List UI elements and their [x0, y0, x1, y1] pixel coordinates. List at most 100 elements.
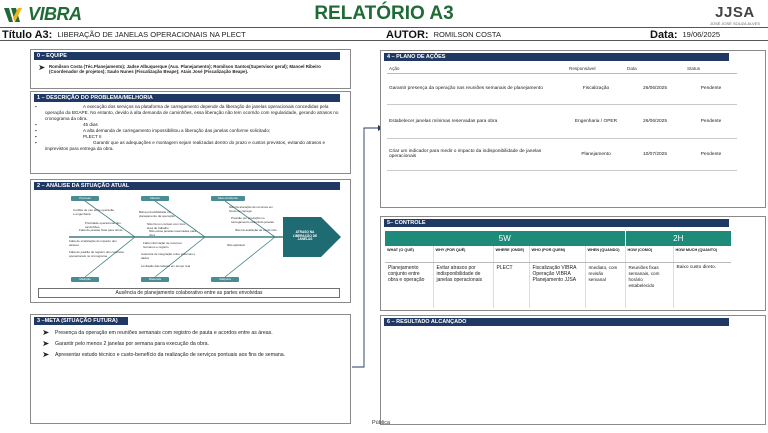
author-value: ROMILSON COSTA [433, 30, 501, 39]
goal-item-text: Apresentar estudo técnico e custo-benefí… [55, 352, 286, 358]
problem-item: ▪ PLECT II [35, 134, 102, 139]
responsible-cell: Planejamento [567, 138, 625, 171]
cause-label: Falta de sinalização do impacto dos atra… [69, 239, 117, 247]
problem-heading: 1 – DESCRIÇÃO DO PROBLEMA/MELHORIA [34, 94, 340, 102]
action-plan-table: Ação Responsável Data Status Garantir pr… [387, 65, 737, 171]
arrow-bullet-icon [43, 330, 49, 335]
goal-list: Presença da operação em reuniões semanai… [43, 330, 343, 363]
date-cell: 26/06/2025 [625, 104, 685, 139]
problem-list: ▪ A execução dos serviços na plataforma … [35, 104, 343, 152]
action-plan-header-row: Ação Responsável Data Status [387, 65, 737, 74]
table-row: Estabelecer janelas mínimas reservadas p… [387, 104, 737, 139]
cause-label: Falta informação de recursos humanos e r… [143, 241, 182, 249]
column-header: WHY (POR QUÊ) [433, 246, 494, 263]
problem-item: ▪ 45 dias [35, 122, 98, 127]
analysis-heading: 2 – ANÁLISE DA SITUAÇÃO ATUAL [34, 182, 340, 190]
status-cell: Pendente [685, 138, 737, 171]
cause-label: Não há avaliação de custo ócio [235, 228, 277, 232]
column-header: Status [685, 65, 737, 74]
problem-item-text: PLECT II [83, 134, 102, 139]
fishbone-lines [69, 200, 341, 278]
column-header: HOW (COMO) [625, 246, 674, 263]
responsible-cell: Engenharia / OPER [567, 104, 625, 139]
how-much-cell: Baixo custo direto. [676, 264, 716, 270]
cause-label: Falta de padrão de registro dos contrato… [69, 250, 124, 258]
jsa-logo-subtext: JOSÉ JOSÉ SOUZA ALVES [709, 21, 760, 26]
where-cell: PLECT [493, 262, 530, 308]
column-header: HOW MUCH (QUANTO) [673, 246, 731, 263]
arrow-bullet-icon [43, 341, 49, 346]
goal-item: Garantir pelo menos 2 janelas por semana… [43, 341, 343, 347]
page-title: RELATÓRIO A3 [314, 3, 454, 24]
goal-item-text: Garantir pelo menos 2 janelas por semana… [55, 341, 209, 347]
vibra-logo-icon [4, 7, 22, 22]
author-field: AUTOR: ROMILSON COSTA [386, 28, 501, 41]
date-cell: 10/07/2025 [625, 138, 685, 171]
cause-label: Ausência de integração entre sistemas e … [141, 252, 196, 260]
date-cell: 26/06/2025 [625, 73, 685, 105]
category-tag: Máquina [211, 277, 239, 282]
column-header: Responsável [567, 65, 625, 74]
status-cell: Pendente [685, 104, 737, 139]
problem-item: ▪ A execução dos serviços na plataforma … [35, 104, 343, 122]
column-header: WHAT (O QUÊ) [385, 246, 434, 263]
title-bar: Título A3: LIBERAÇÃO DE JANELAS OPERACIO… [0, 27, 768, 41]
problem-item-text: Garantir que as adequações e montagem se… [45, 140, 326, 151]
classification-label: Pública [372, 420, 391, 426]
action-cell: Garantir presença da operação nas reuniõ… [387, 73, 567, 105]
action-plan-section: 4 – PLANO DE AÇÕES Ação Responsável Data… [380, 50, 766, 208]
why-cell: Evitar atrasos por indisponibilidade de … [433, 262, 494, 308]
arrow-bullet-icon [39, 65, 45, 70]
vibra-logo: VIBRA [4, 4, 82, 25]
title-field: Título A3: LIBERAÇÃO DE JANELAS OPERACIO… [2, 28, 246, 41]
result-section: 6 – RESULTADO ALCANÇADO [380, 315, 766, 425]
result-heading: 6 – RESULTADO ALCANÇADO [384, 318, 729, 326]
problem-item: ▪ Garantir que as adequações e montagem … [35, 140, 343, 152]
table-row: Planejamento conjunto entre obra e opera… [385, 262, 731, 308]
action-cell: Criar um indicador para medir o impacto … [387, 138, 567, 171]
cause-label: Baixa previsibilidade no planejamento da… [139, 210, 175, 218]
author-label: AUTOR: [386, 28, 429, 41]
group-2h: 2H [625, 231, 731, 246]
control-group-row: 5W 2H [385, 231, 731, 246]
column-header: WHO (POR QUEM) [529, 246, 586, 263]
category-tag: Materiais [141, 277, 169, 282]
goal-item: Apresentar estudo técnico e custo-benefí… [43, 352, 343, 358]
column-header: Ação [387, 65, 567, 74]
action-cell: Estabelecer janelas mínimas reservadas p… [387, 104, 567, 139]
category-tag: Pessoas [71, 196, 99, 201]
problem-item-text: 45 dias [83, 122, 98, 127]
column-header: WHERE (ONDE) [493, 246, 530, 263]
title-value: LIBERAÇÃO DE JANELAS OPERACIONAIS NA PLE… [57, 30, 246, 39]
vibra-logo-text: VIBRA [28, 4, 82, 24]
analysis-conclusion: Ausência de planejamento colaborativo en… [38, 288, 340, 298]
control-table: 5W 2H WHAT (O QUÊ) WHY (POR QUÊ) WHERE (… [385, 231, 731, 308]
column-header: WHEN (QUANDO) [585, 246, 626, 263]
category-tag: Método [141, 196, 169, 201]
jsa-logo-text: JJSA [715, 4, 755, 21]
status-cell: Pendente [685, 73, 737, 105]
cause-label: Conflito de uso entre operação e engenha… [73, 208, 115, 216]
who-cell: Fiscalização VIBRA Operação VIBRA Planej… [529, 262, 586, 308]
cause-label: Prioridade operacional dos caminhões [85, 221, 121, 229]
category-tag: Medição [71, 277, 99, 282]
date-label: Data: [650, 28, 678, 41]
goal-heading: 3 –META (SITUAÇÃO FUTURA) [34, 317, 128, 325]
fishbone-diagram: Pessoas Método Meio Ambiente Medição Mat… [65, 193, 355, 285]
equipe-section: 0 – EQUIPE Romilson Costa (Téc.Planejame… [30, 49, 351, 89]
cause-label: Limitação das tabelas em tempo real [141, 264, 191, 268]
arrow-bullet-icon [43, 352, 49, 357]
title-label: Título A3: [2, 28, 53, 41]
goal-section: 3 –META (SITUAÇÃO FUTURA) Presença da op… [30, 314, 351, 424]
responsible-cell: Fiscalização [567, 73, 625, 105]
analysis-section: 2 – ANÁLISE DA SITUAÇÃO ATUAL Pessoas Mé… [30, 179, 351, 303]
cause-label: Não existe janelas reservadas para obra [149, 229, 197, 237]
cause-label: Não aplicável [227, 243, 246, 247]
connector-arrow [352, 125, 383, 368]
problem-item-text: A alta demanda de carregamento impossibi… [83, 128, 271, 133]
what-cell: Planejamento conjunto entre obra e opera… [385, 262, 434, 308]
cause-label: Falta de janelas fixas para obras [79, 228, 123, 232]
equipe-heading: 0 – EQUIPE [34, 52, 340, 60]
date-value: 19/06/2025 [682, 30, 721, 39]
cause-label: Não há alocação de recursos em horas de … [229, 205, 274, 213]
